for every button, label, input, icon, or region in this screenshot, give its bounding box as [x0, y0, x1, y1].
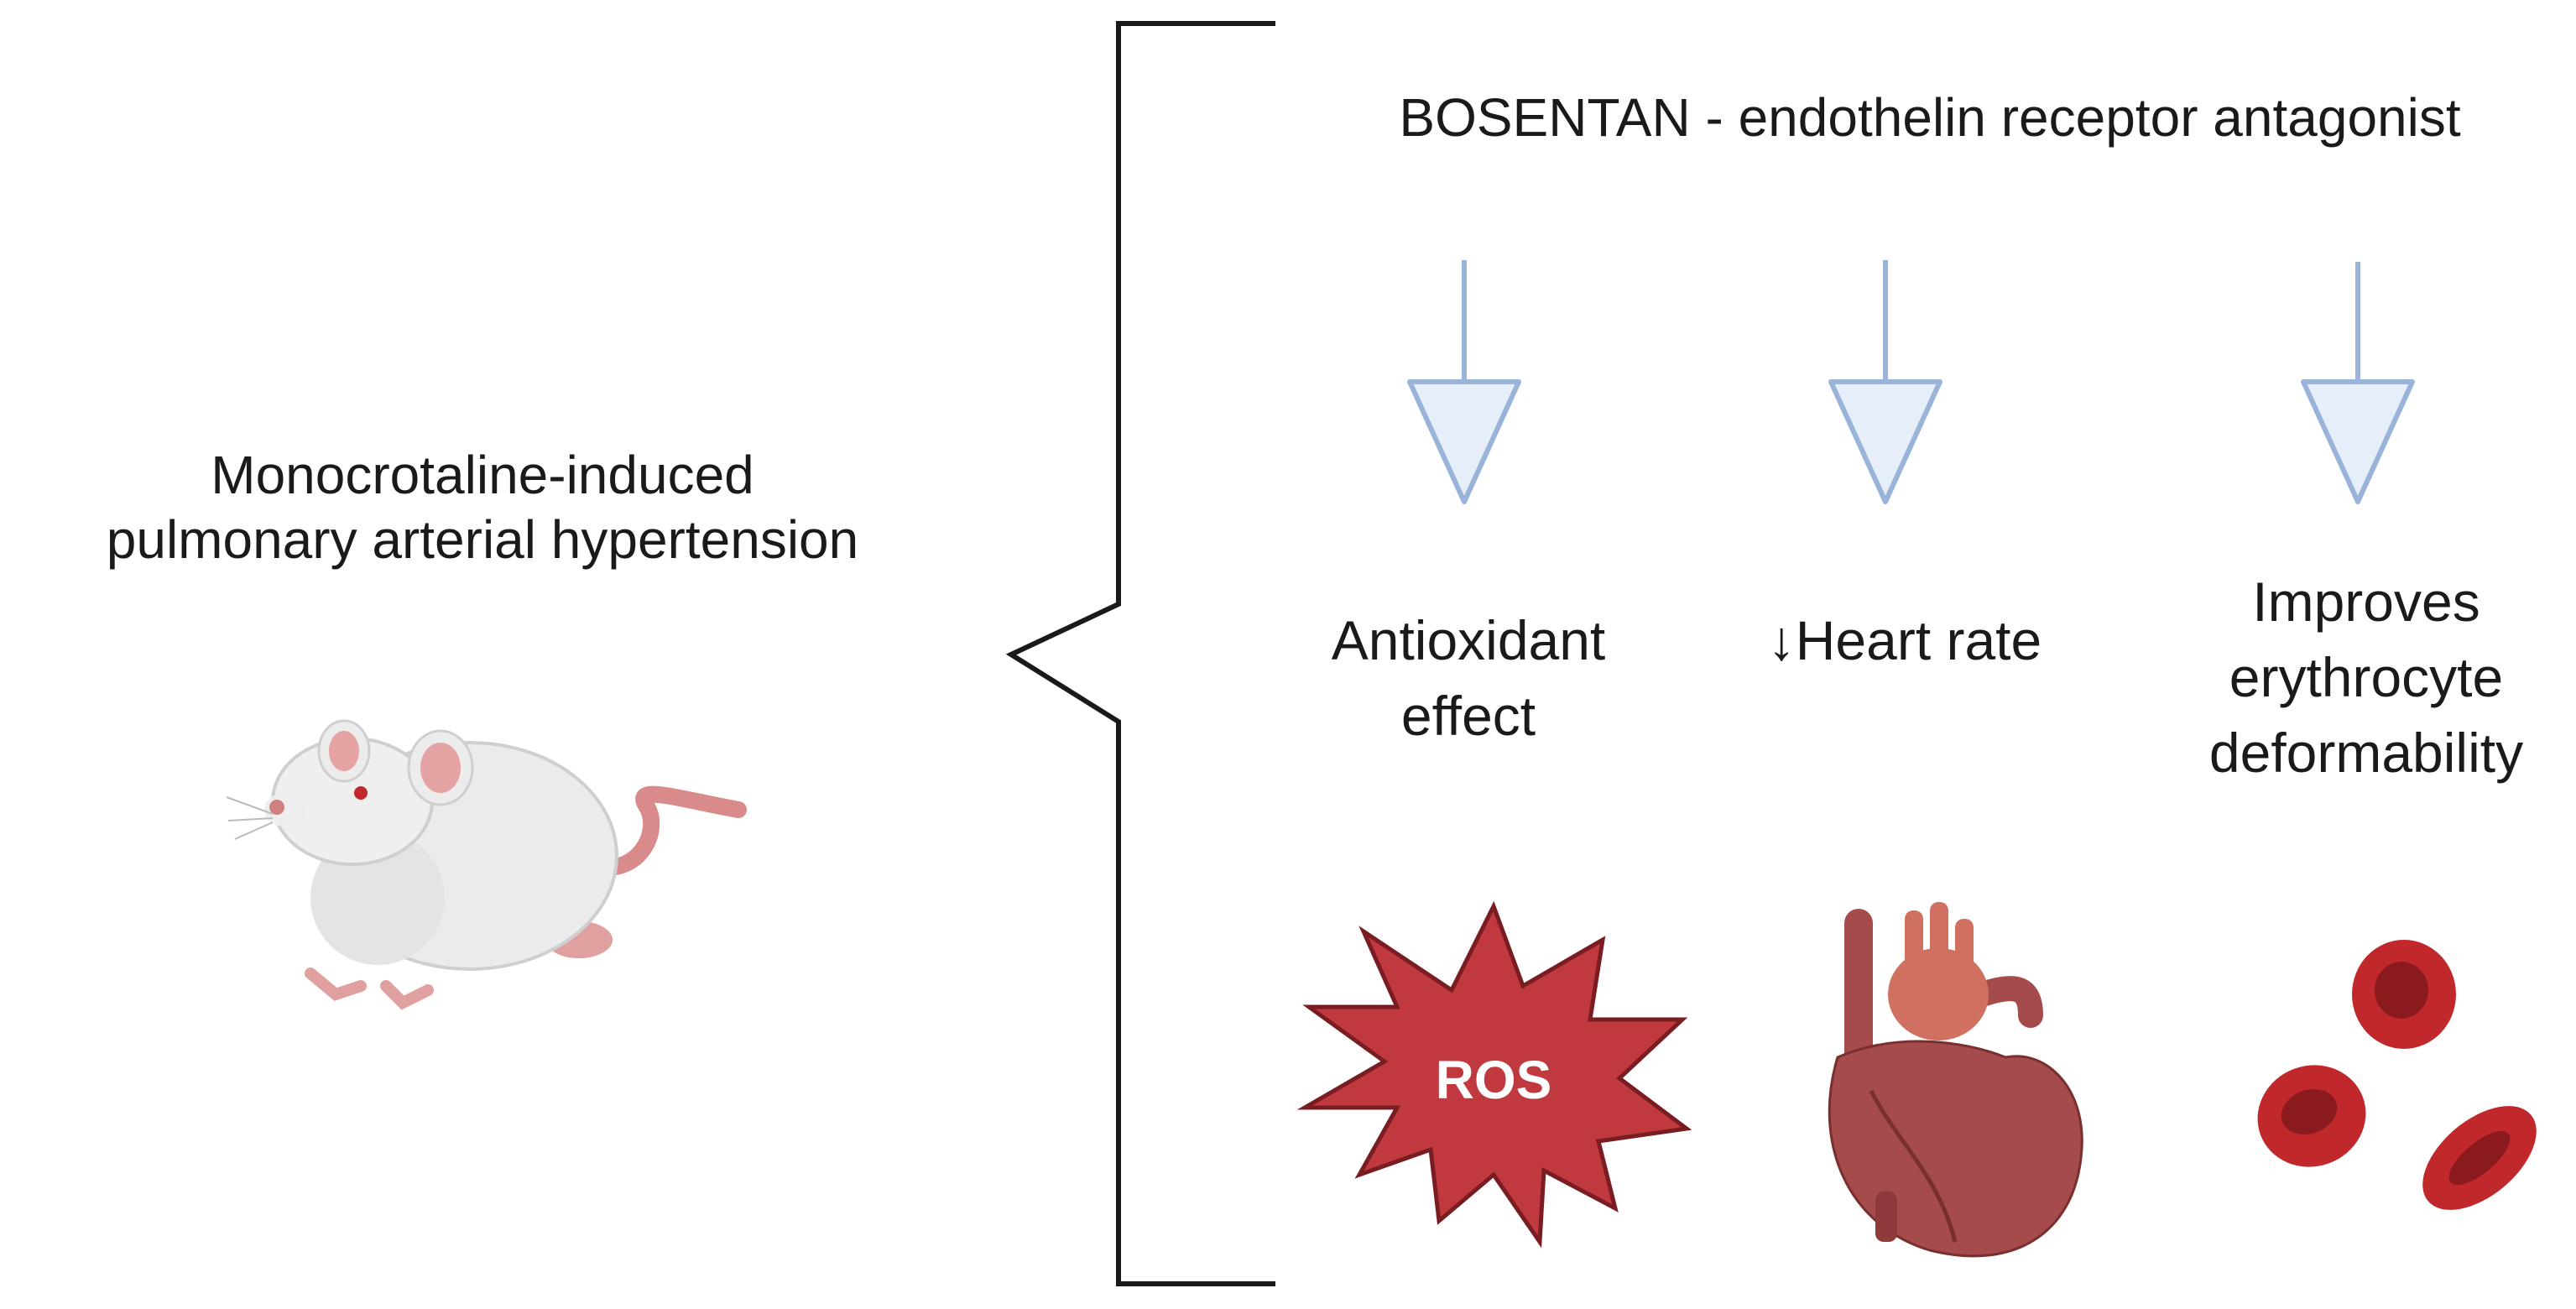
heart-icon [1828, 902, 2083, 1258]
effect-line: Antioxidant [1331, 609, 1606, 671]
rat-icon [226, 719, 747, 1010]
drug-title: BOSENTAN - endothelin receptor antagonis… [1399, 87, 2461, 148]
arrow-down-icon [1828, 260, 1942, 504]
condition-line-1: Monocrotaline-induced [211, 445, 754, 505]
effect-erythrocyte: Improves erythrocyte deformability [2148, 564, 2576, 790]
condition-line-2: pulmonary arterial hypertension [106, 508, 859, 570]
effect-antioxidant: Antioxidant effect [1259, 602, 1678, 754]
ros-label: ROS [1435, 1050, 1552, 1110]
effect-heart-rate: ↓Heart rate [1695, 602, 2115, 678]
effect-line: effect [1400, 685, 1536, 747]
arrow-down-icon [2301, 262, 2415, 504]
condition-label: Monocrotaline-induced pulmonary arterial… [0, 443, 965, 572]
effect-line: Improves [2252, 571, 2480, 633]
effect-line: erythrocyte [2229, 646, 2504, 708]
ros-burst-icon [1296, 900, 1692, 1249]
curly-bracket [1005, 21, 1275, 1286]
effect-line: ↓Heart rate [1767, 609, 2042, 671]
red-blood-cells-icon [2257, 940, 2537, 1210]
arrow-down-icon [1407, 260, 1521, 504]
effect-line: deformability [2208, 722, 2524, 784]
